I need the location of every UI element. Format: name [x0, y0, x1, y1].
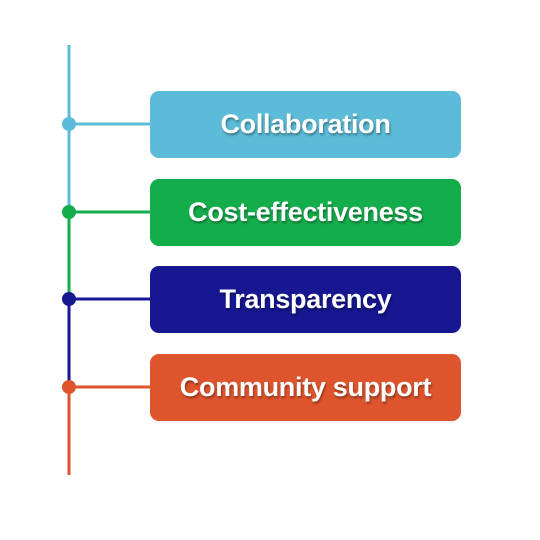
node-dot-1 [62, 117, 76, 131]
item-label: Transparency [219, 284, 392, 314]
node-dot-3 [62, 292, 76, 306]
node-dot-4 [62, 380, 76, 394]
node-dot-2 [62, 205, 76, 219]
item-box-collaboration: Collaboration [150, 91, 461, 158]
item-box-transparency: Transparency [150, 266, 461, 333]
item-box-cost-effectiveness: Cost-effectiveness [150, 179, 461, 246]
item-label: Cost-effectiveness [188, 197, 423, 227]
item-label: Collaboration [220, 109, 391, 139]
item-box-community-support: Community support [150, 354, 461, 421]
item-label: Community support [179, 372, 432, 402]
